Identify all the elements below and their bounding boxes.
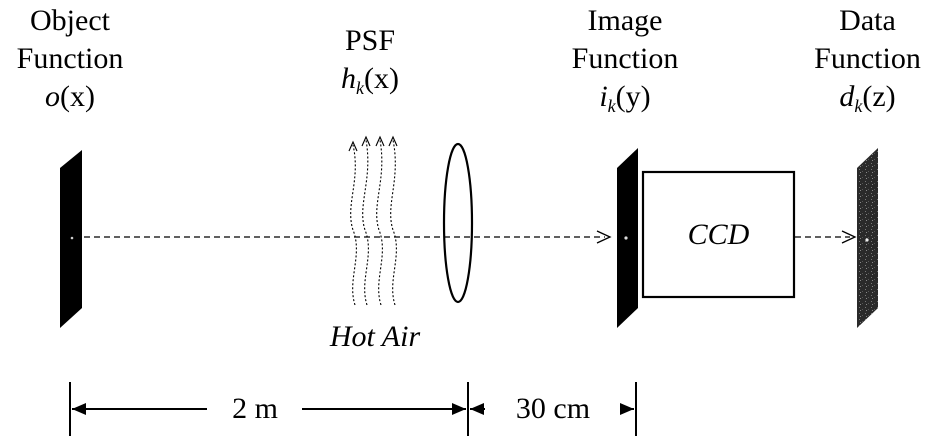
data-function-label: Data Function dk(z)	[800, 2, 935, 125]
data-line2: Function	[814, 42, 921, 75]
data-symbol: dk(z)	[839, 80, 896, 116]
object-line1: Object	[30, 4, 110, 37]
object-line2: Function	[16, 42, 124, 75]
psf-label: PSF hk(x)	[305, 22, 435, 107]
image-function-label: Image Function ik(y)	[555, 2, 695, 125]
image-symbol: ik(y)	[599, 80, 651, 116]
data-plane	[857, 148, 878, 328]
hot-air-label: Hot Air	[329, 320, 421, 353]
ccd-box	[641, 170, 796, 299]
hot-air-lines	[350, 139, 397, 306]
dist2-label: 30 cm	[515, 392, 591, 425]
dist1-right-arrowhead	[452, 403, 466, 415]
ccd-output-arrowhead	[841, 230, 857, 244]
data-point	[865, 238, 869, 242]
image-line2: Function	[571, 42, 679, 75]
data-line1: Data	[839, 4, 896, 37]
image-point	[624, 236, 628, 240]
optical-axis-arrowhead	[596, 230, 612, 244]
object-plane	[60, 150, 82, 328]
dist1-label: 2 m	[232, 392, 278, 425]
psf-line1: PSF	[344, 24, 396, 57]
psf-symbol: hk(x)	[341, 62, 399, 98]
hot-air-arrowheads	[348, 135, 398, 152]
dist1-left-arrowhead	[72, 403, 86, 415]
object-symbol: o(x)	[45, 80, 95, 113]
dist2-right-arrowhead	[620, 403, 634, 415]
ccd-label: CCD	[687, 218, 750, 251]
object-point	[70, 236, 74, 240]
lens	[442, 142, 474, 304]
image-line1: Image	[587, 4, 663, 37]
dist2-left-arrowhead	[470, 403, 484, 415]
object-function-label: Object Function o(x)	[0, 2, 140, 116]
